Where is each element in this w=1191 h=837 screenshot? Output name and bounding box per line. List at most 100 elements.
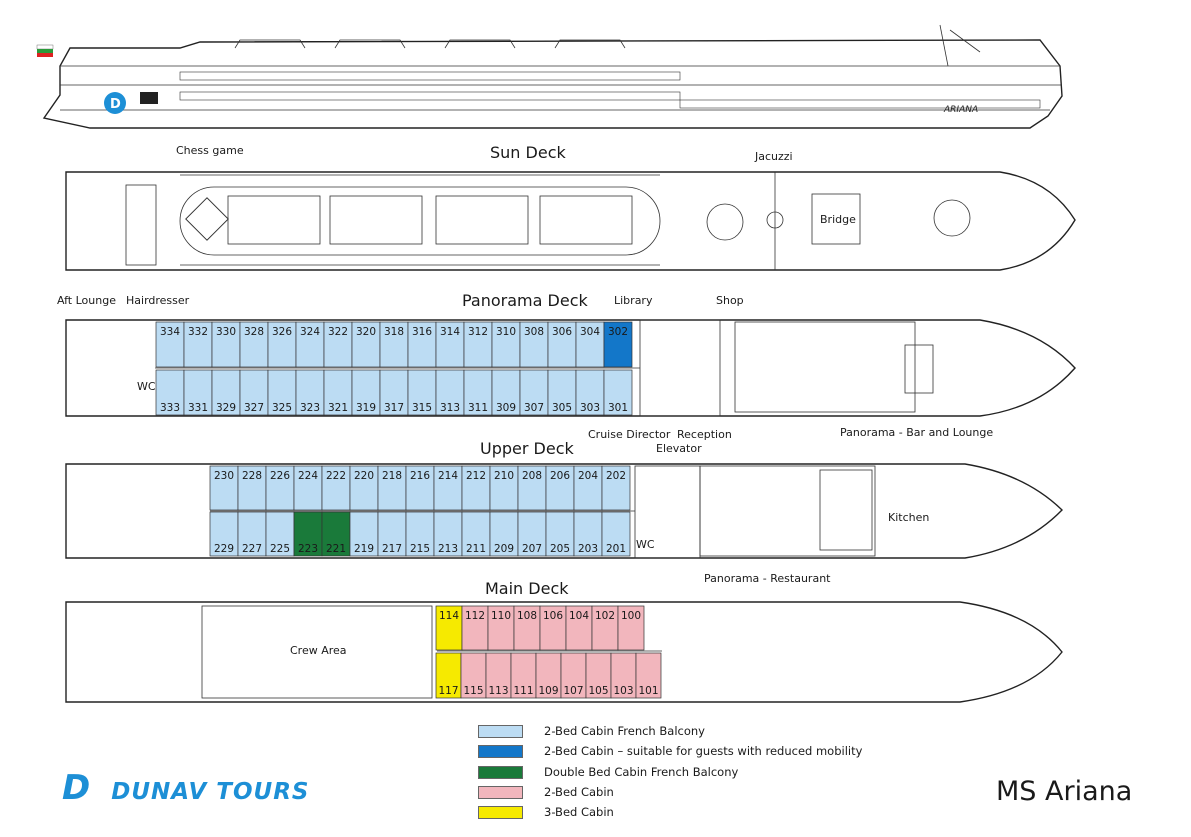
cabin-319 xyxy=(351,369,381,416)
crew-area-label: Crew Area xyxy=(290,644,347,657)
cabin-number-313: 313 xyxy=(440,402,460,414)
cabin-number-303: 303 xyxy=(580,402,600,414)
cabin-number-110: 110 xyxy=(491,610,511,622)
cabin-number-301: 301 xyxy=(608,402,628,414)
legend-label-double-bed: Double Bed Cabin French Balcony xyxy=(544,765,739,779)
restaurant-label: Panorama - Restaurant xyxy=(704,572,831,585)
cabin-number-319: 319 xyxy=(356,402,376,414)
hull-name: ARIANA xyxy=(943,105,978,115)
cabin-228 xyxy=(237,465,267,511)
cabin-201 xyxy=(601,511,631,557)
cabin-313 xyxy=(435,369,465,416)
cabin-number-330: 330 xyxy=(216,326,236,338)
bar-lounge-label: Panorama - Bar and Lounge xyxy=(840,426,993,439)
cabin-number-219: 219 xyxy=(354,543,374,555)
cabin-325 xyxy=(267,369,297,416)
cabin-225 xyxy=(265,511,295,557)
cabin-102 xyxy=(591,605,619,651)
cabin-number-225: 225 xyxy=(270,543,290,555)
cabin-number-334: 334 xyxy=(160,326,180,338)
cabin-number-324: 324 xyxy=(300,326,320,338)
cabin-number-103: 103 xyxy=(613,685,633,697)
legend-swatch-three-bed xyxy=(478,806,523,819)
cabin-219 xyxy=(349,511,379,557)
cabin-number-322: 322 xyxy=(328,326,348,338)
cabin-number-332: 332 xyxy=(188,326,208,338)
main-deck-title: Main Deck xyxy=(485,579,569,598)
cabin-326 xyxy=(267,321,297,368)
cabin-207 xyxy=(517,511,547,557)
cabin-223 xyxy=(293,511,323,557)
cabin-number-318: 318 xyxy=(384,326,404,338)
cabin-number-314: 314 xyxy=(440,326,460,338)
cabin-205 xyxy=(545,511,575,557)
cabin-208 xyxy=(517,465,547,511)
aft-lounge-label: Aft Lounge xyxy=(57,294,116,307)
cabin-108 xyxy=(513,605,541,651)
cabin-number-209: 209 xyxy=(494,543,514,555)
cabin-number-218: 218 xyxy=(382,470,402,482)
legend-label-two-bed: 2-Bed Cabin xyxy=(544,785,614,799)
cabin-101 xyxy=(635,652,662,699)
cabin-number-306: 306 xyxy=(552,326,572,338)
cabin-number-224: 224 xyxy=(298,470,318,482)
cabin-number-207: 207 xyxy=(522,543,542,555)
reception-label: Reception xyxy=(677,428,732,441)
cabin-334 xyxy=(155,321,185,368)
cabin-number-227: 227 xyxy=(242,543,262,555)
cabin-number-101: 101 xyxy=(638,685,658,697)
cabin-204 xyxy=(573,465,603,511)
brand-name: DUNAV TOURS xyxy=(111,779,310,805)
cabin-217 xyxy=(377,511,407,557)
cabin-number-326: 326 xyxy=(272,326,292,338)
cabin-number-329: 329 xyxy=(216,402,236,414)
legend-swatch-reduced-mobility xyxy=(478,745,523,758)
cabin-308 xyxy=(519,321,549,368)
svg-text:D: D xyxy=(110,97,121,112)
cabin-314 xyxy=(435,321,465,368)
elevator-label: Elevator xyxy=(656,442,702,455)
cabin-number-304: 304 xyxy=(580,326,600,338)
cabin-number-311: 311 xyxy=(468,402,488,414)
panorama-deck-title: Panorama Deck xyxy=(462,291,588,310)
cabin-number-312: 312 xyxy=(468,326,488,338)
cabin-number-310: 310 xyxy=(496,326,516,338)
cabin-number-109: 109 xyxy=(538,685,558,697)
cabin-331 xyxy=(183,369,213,416)
upper-wc-label: WC xyxy=(636,538,655,551)
cabin-number-327: 327 xyxy=(244,402,264,414)
cabin-number-203: 203 xyxy=(578,543,598,555)
cabin-number-320: 320 xyxy=(356,326,376,338)
cabin-226 xyxy=(265,465,295,511)
cabin-214 xyxy=(433,465,463,511)
cabin-number-214: 214 xyxy=(438,470,458,482)
cabin-333 xyxy=(155,369,185,416)
legend-swatch-french-balcony xyxy=(478,725,523,738)
cabin-206 xyxy=(545,465,575,511)
legend-label-reduced-mobility: 2-Bed Cabin – suitable for guests with r… xyxy=(544,744,863,758)
cabin-number-333: 333 xyxy=(160,402,180,414)
cabin-115 xyxy=(460,652,487,699)
cabin-number-309: 309 xyxy=(496,402,516,414)
jacuzzi-label: Jacuzzi xyxy=(754,150,793,163)
cabin-number-208: 208 xyxy=(522,470,542,482)
chess-label: Chess game xyxy=(176,144,244,157)
cabin-number-215: 215 xyxy=(410,543,430,555)
cabin-224 xyxy=(293,465,323,511)
cabin-number-315: 315 xyxy=(412,402,432,414)
cabin-number-321: 321 xyxy=(328,402,348,414)
cabin-number-230: 230 xyxy=(214,470,234,482)
cabin-number-307: 307 xyxy=(524,402,544,414)
ship-name: MS Ariana xyxy=(996,776,1133,807)
cabin-number-323: 323 xyxy=(300,402,320,414)
upper-deck-title: Upper Deck xyxy=(480,439,574,458)
cabin-number-308: 308 xyxy=(524,326,544,338)
cabin-number-331: 331 xyxy=(188,402,208,414)
brand-mark: D xyxy=(62,768,92,808)
cabin-328 xyxy=(239,321,269,368)
cruise-director-label: Cruise Director xyxy=(588,428,671,441)
cabin-316 xyxy=(407,321,437,368)
cabin-202 xyxy=(601,465,631,511)
